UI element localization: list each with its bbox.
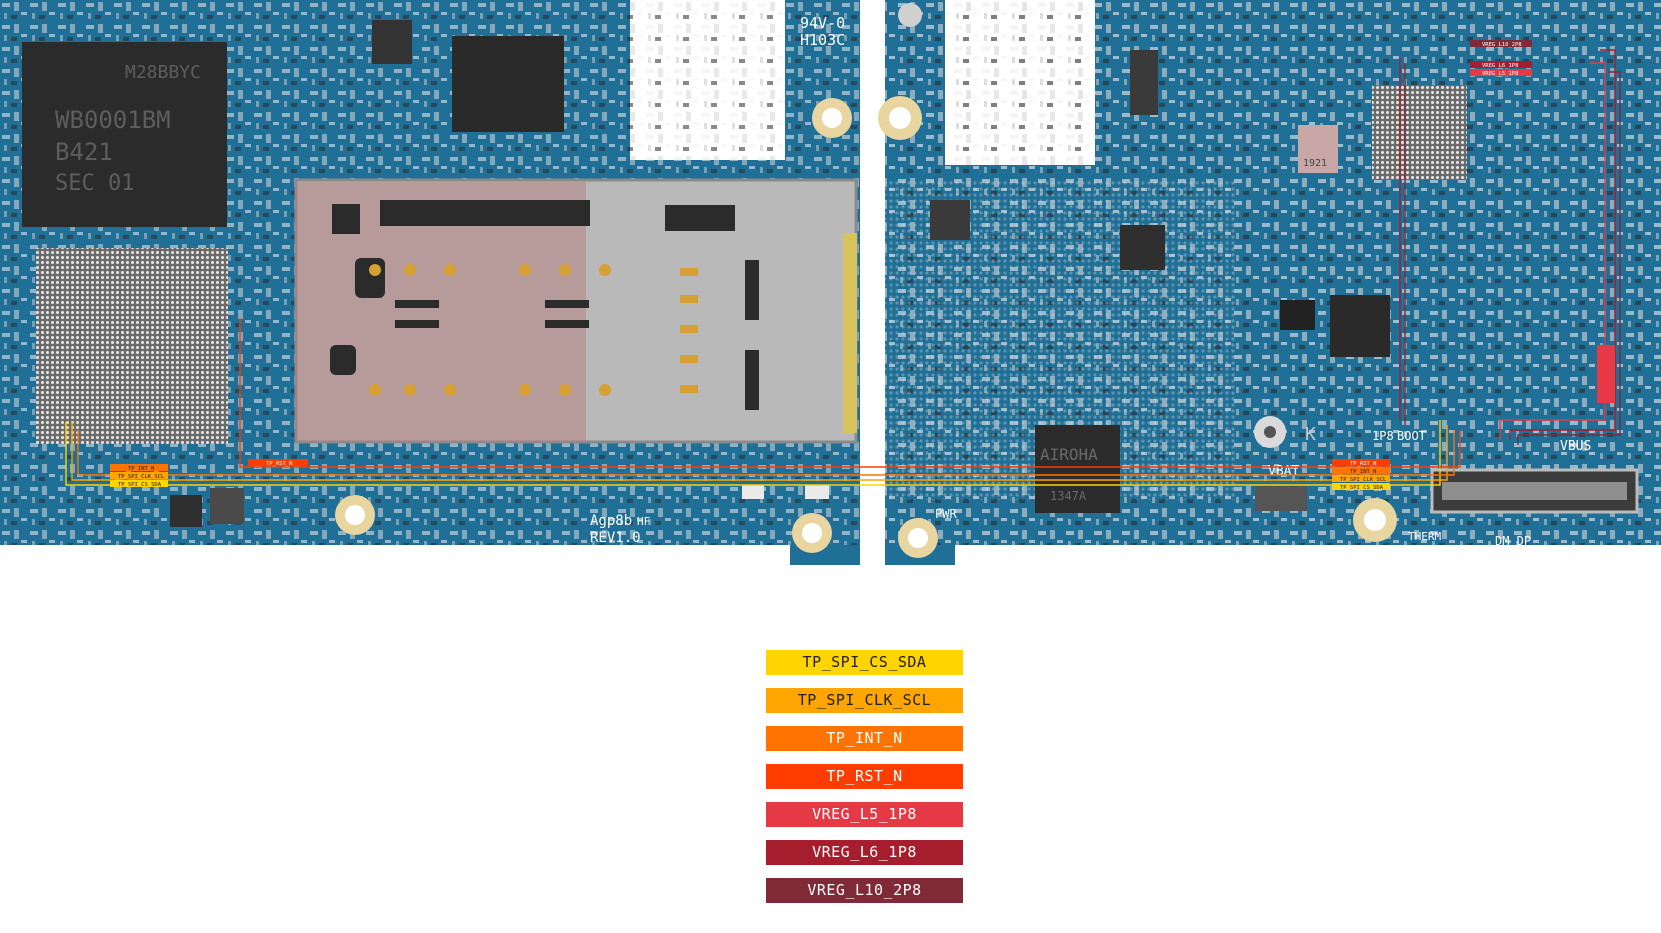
chip-marking-3: SEC 01	[55, 171, 134, 196]
chip-marking-4: M28BBYC	[125, 62, 201, 83]
airoha-text: AIROHA	[1040, 445, 1098, 464]
airoha-code-text: 1347A	[1050, 489, 1087, 503]
legend-item-tp-spi-cs-sda: TP_SPI_CS_SDA	[766, 650, 963, 675]
label-vbat: VBAT	[1268, 464, 1299, 479]
bga-ic	[1372, 85, 1467, 180]
chip-marking-1: WB0001BM	[55, 106, 171, 134]
revision-hf-text: HF	[637, 515, 650, 528]
tag-vreg-l5: VREG_L5_1P8	[1482, 71, 1518, 77]
chip-marking-2: B421	[55, 138, 113, 166]
bga-soc	[36, 248, 228, 444]
signal-legend: TP_SPI_CS_SDA TP_SPI_CLK_SCL TP_INT_N TP…	[766, 650, 963, 916]
tag-vreg-l10: VREG_L10_2P8	[1482, 42, 1522, 48]
legend-item-tp-int-n: TP_INT_N	[766, 726, 963, 751]
tag-right-int: TP_INT_N	[1350, 469, 1377, 475]
airoha-chip	[1035, 425, 1120, 513]
tag-left-int: TP_INT_N	[128, 466, 155, 472]
revision-name-text: Agp8b	[590, 513, 632, 529]
legend-item-tp-rst-n: TP_RST_N	[766, 764, 963, 789]
pcb-board-photo: 94V-0 H103C Agp8b HF REV1.0 WB0001BM B42…	[0, 0, 1661, 565]
revision-text: REV1.0	[590, 530, 641, 546]
label-therm: THERM	[1408, 530, 1441, 543]
right-board	[878, 0, 1661, 565]
label-k: K	[1305, 424, 1316, 445]
label-vbus: VBUS	[1560, 439, 1591, 454]
tag-right-cs: TP_SPI_CS_SDA	[1340, 485, 1384, 491]
tag-right-rst: TP_RST_N	[1350, 461, 1377, 467]
ic-small-text: 1921	[1303, 158, 1327, 169]
emmc-chip	[22, 42, 227, 227]
tag-vreg-l6: VREG_L6_1P8	[1482, 63, 1518, 69]
label-1p8: 1P8	[1372, 429, 1394, 443]
tag-left-rst: TP_RST_N	[266, 461, 293, 467]
fab-code-text: 94V-0	[800, 14, 845, 32]
left-board	[0, 0, 860, 565]
legend-item-vreg-l6-1p8: VREG_L6_1P8	[766, 840, 963, 865]
label-pwr: PWR	[935, 507, 957, 521]
label-dm-dp: DM DP	[1495, 534, 1531, 548]
tag-left-cs: TP_SPI_CS_SDA	[118, 482, 162, 488]
label-boot: BOOT	[1397, 429, 1426, 443]
signal-traces	[65, 49, 1621, 486]
tag-right-clk: TP_SPI_CLK_SCL	[1340, 477, 1387, 483]
legend-item-vreg-l5-1p8: VREG_L5_1P8	[766, 802, 963, 827]
legend-item-tp-spi-clk-scl: TP_SPI_CLK_SCL	[766, 688, 963, 713]
tag-left-clk: TP_SPI_CLK_SCL	[118, 474, 165, 480]
fab-code2-text: H103C	[800, 31, 845, 49]
legend-item-vreg-l10-2p8: VREG_L10_2P8	[766, 878, 963, 903]
